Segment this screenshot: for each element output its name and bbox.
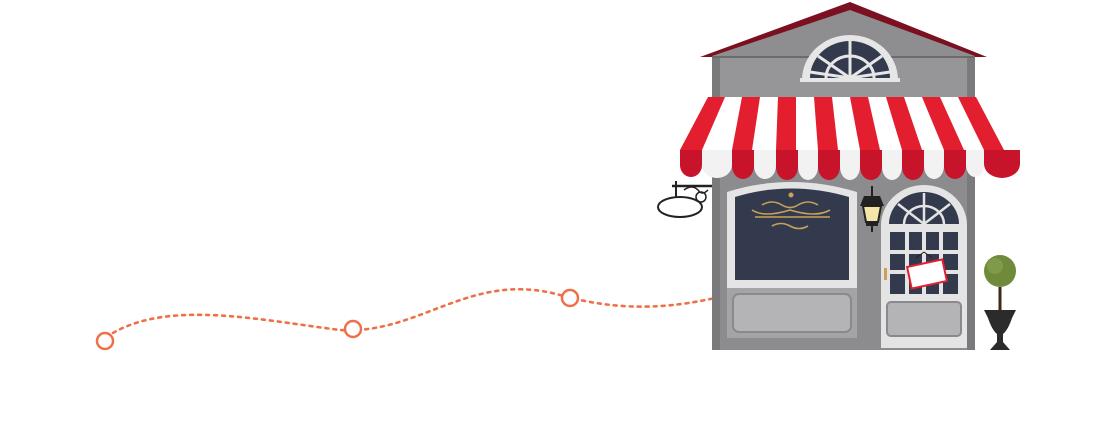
attic-window — [800, 35, 900, 82]
milestone-circle-3 — [560, 288, 580, 308]
shop-door — [881, 185, 967, 348]
wall-lantern — [860, 186, 884, 232]
ornament — [751, 201, 831, 230]
dotted-path — [111, 288, 717, 335]
door-sign — [905, 251, 949, 290]
display-window — [727, 182, 857, 338]
milestone-circle-1 — [95, 331, 115, 351]
hanging-sign — [657, 181, 712, 218]
milestone-circle-2 — [343, 319, 363, 339]
striped-awning — [680, 97, 1020, 180]
potted-topiary — [984, 255, 1016, 350]
